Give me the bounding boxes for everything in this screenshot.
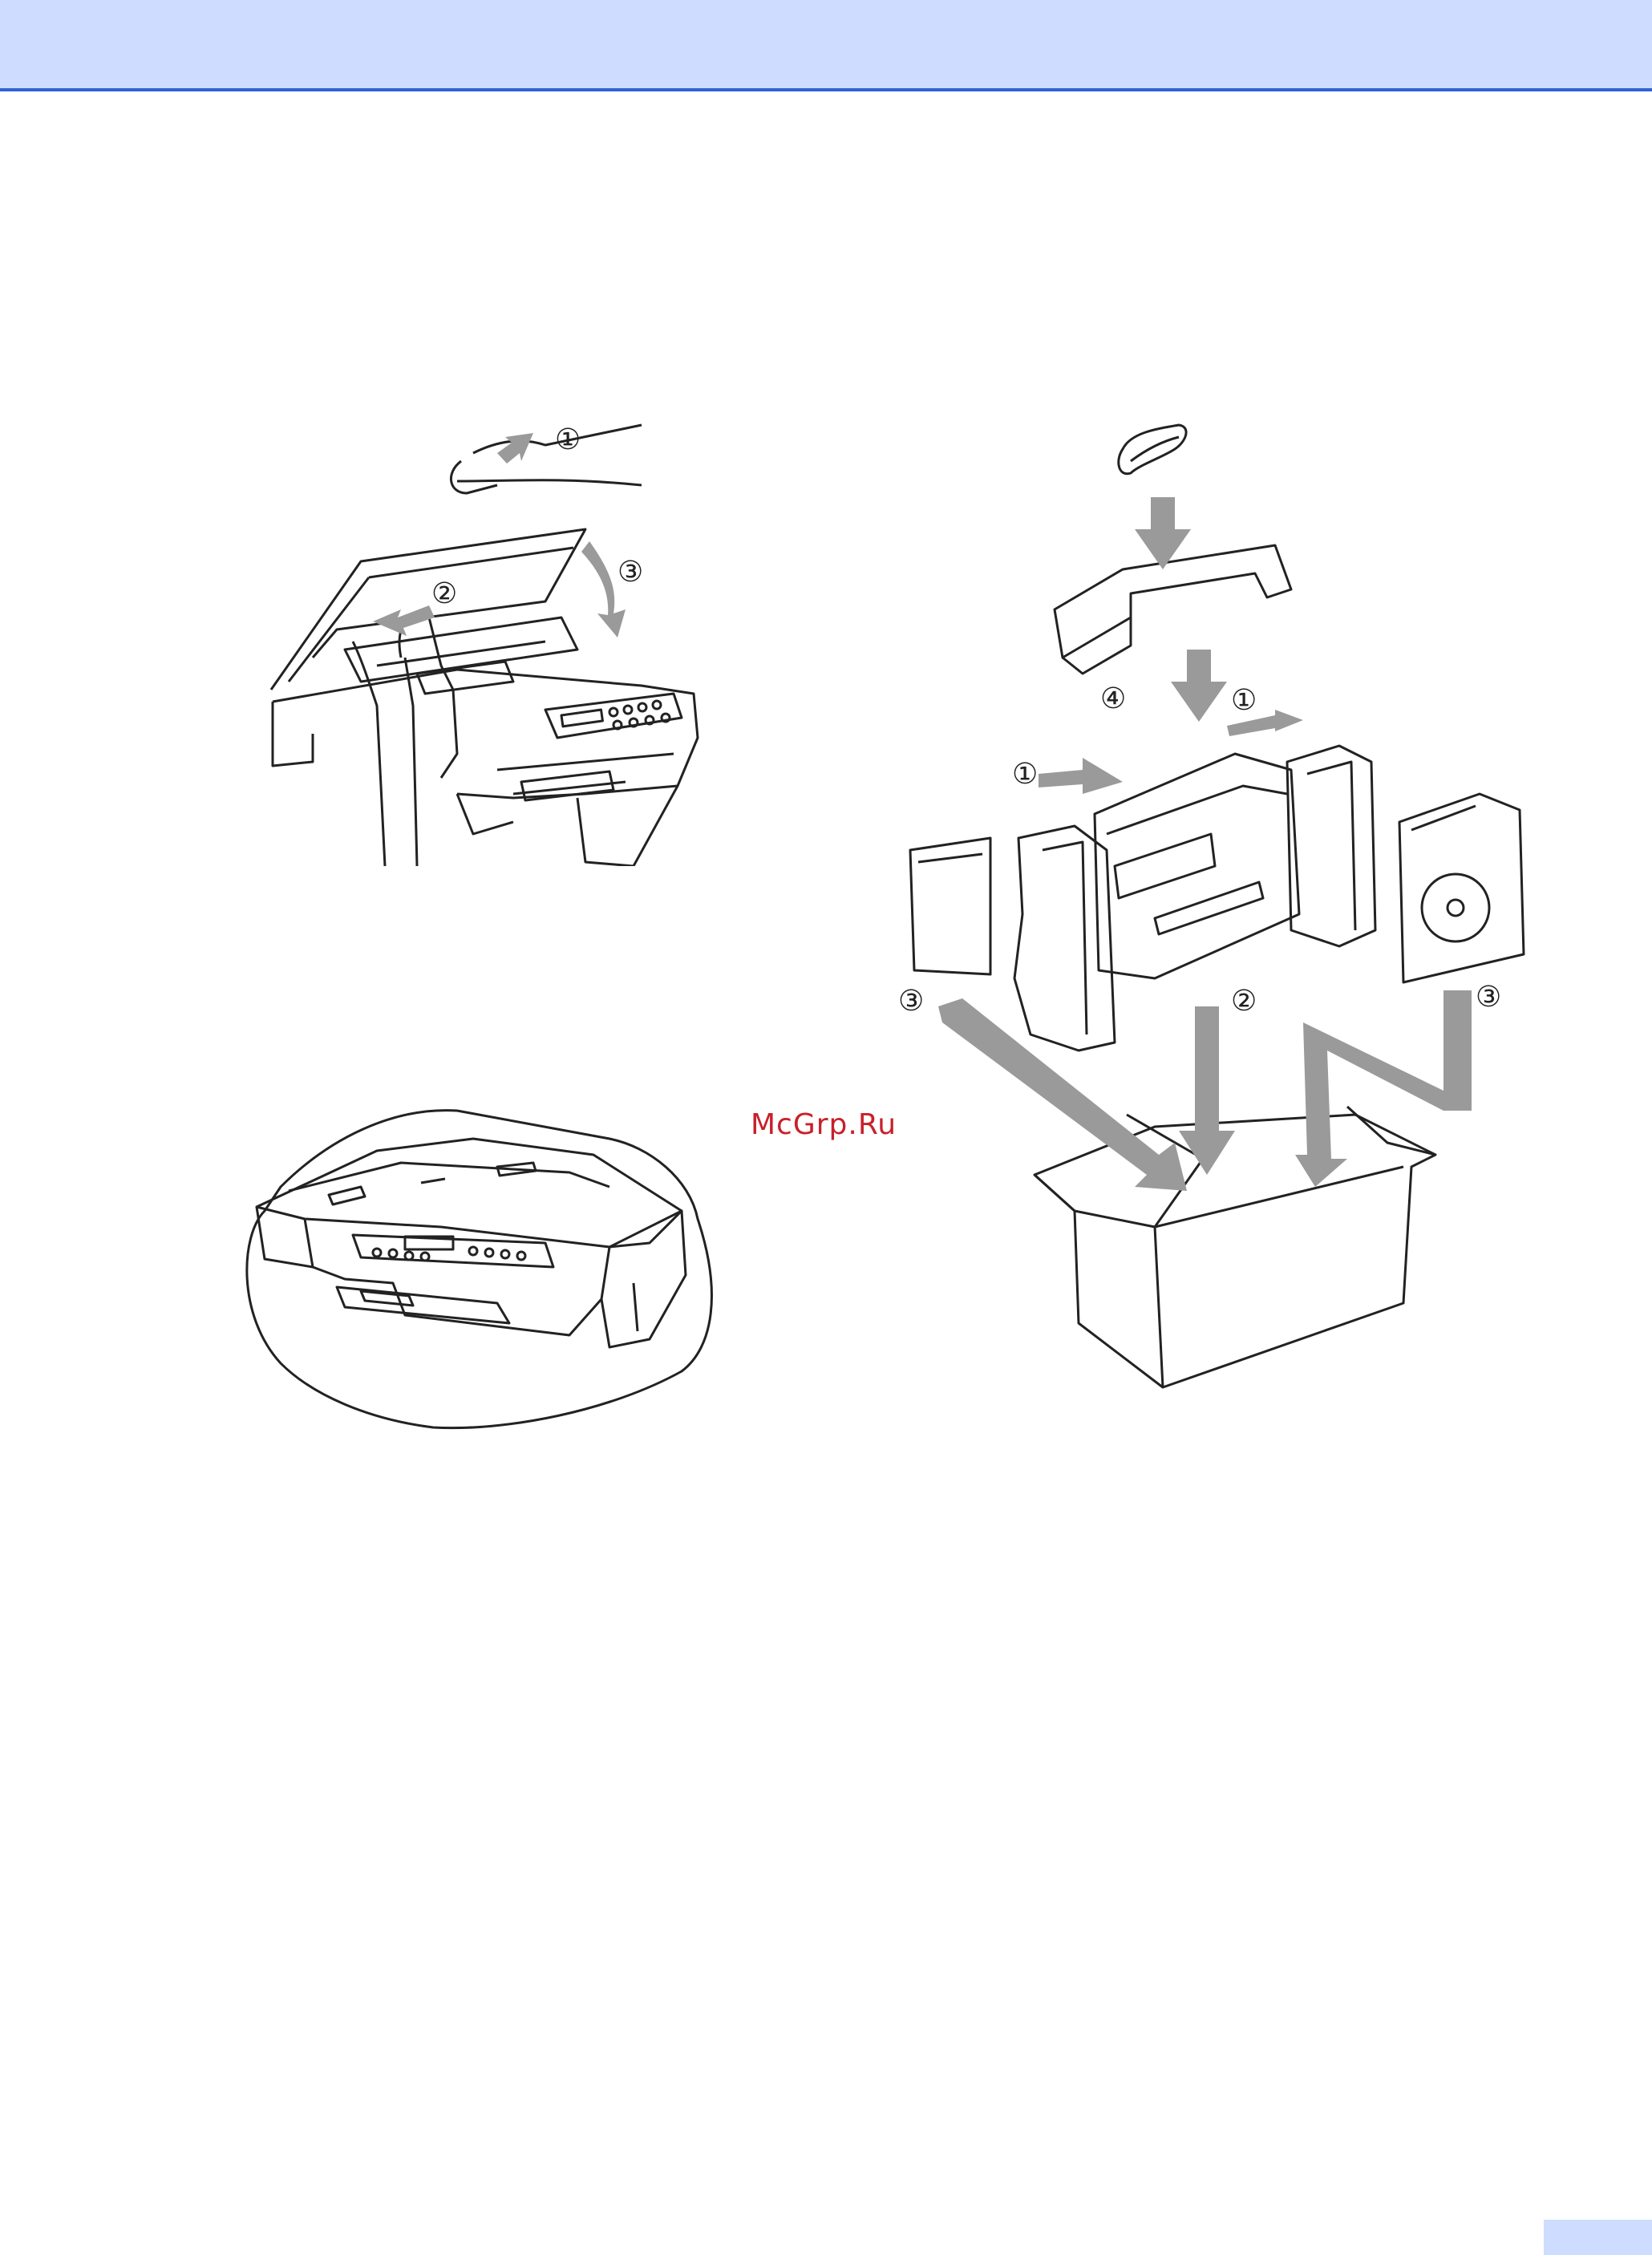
- box-step-1-left-arrow: [1039, 758, 1123, 794]
- packing-box-illustration: ④ ① ① ③ ② ③: [890, 417, 1532, 1395]
- page-footer-tab: [1544, 2220, 1652, 2255]
- printer-in-bag-illustration: [233, 1107, 722, 1435]
- step-3-label: ③: [617, 556, 643, 589]
- box-step-3-left-label: ③: [898, 985, 924, 1018]
- printer-open-lid-illustration: ① ② ③: [257, 417, 722, 866]
- step-2-label: ②: [431, 577, 457, 610]
- step-1-arrow: [497, 433, 533, 464]
- box-step-4-label: ④: [1100, 682, 1126, 715]
- box-step-accessory-arrow: [1135, 497, 1191, 569]
- box-step-3-left-arrow: [938, 998, 1187, 1191]
- step-2-arrow: [373, 605, 435, 636]
- box-step-1-right-label: ①: [1231, 684, 1257, 717]
- box-step-4-arrow: [1171, 650, 1227, 722]
- step-1-label: ①: [555, 423, 581, 456]
- box-step-2-label: ②: [1231, 985, 1257, 1018]
- box-step-1-left-label: ①: [1012, 758, 1038, 791]
- watermark-text: McGrp.Ru: [751, 1108, 897, 1141]
- box-step-3-right-label: ③: [1476, 981, 1501, 1014]
- page-header-band: [0, 0, 1652, 91]
- box-step-3-right-arrow: [1295, 990, 1472, 1187]
